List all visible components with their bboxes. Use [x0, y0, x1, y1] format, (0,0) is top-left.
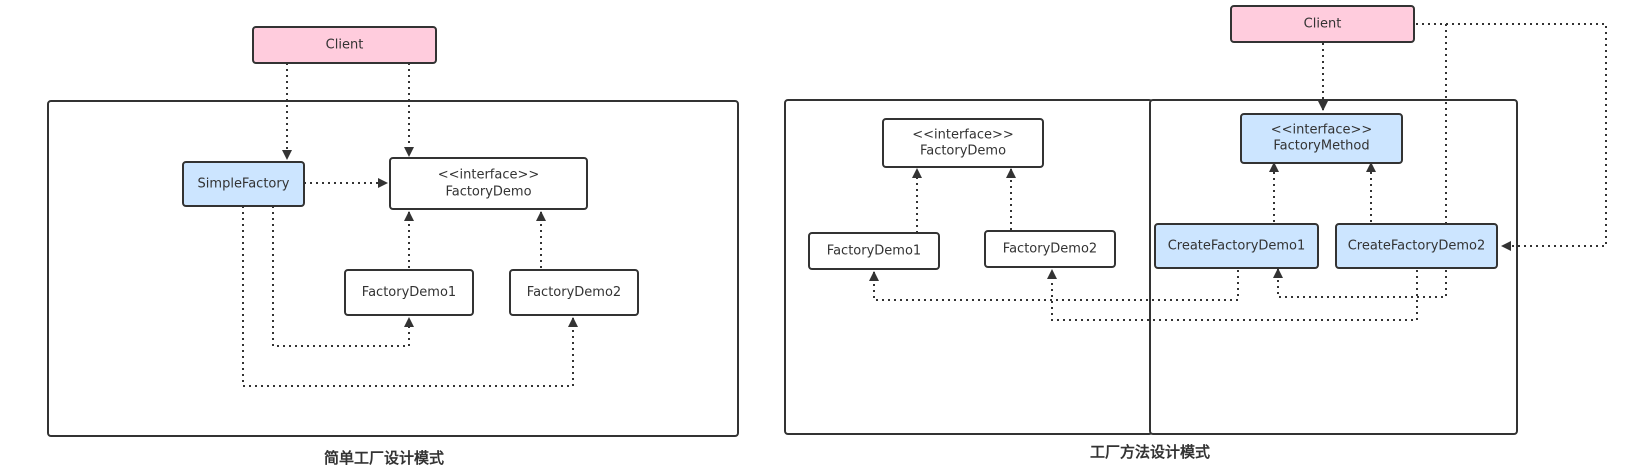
fm-client-box-frame: [1230, 5, 1415, 43]
fm-factorydemo2-label: FactoryDemo2: [1003, 242, 1097, 257]
fm-client-label: Client: [1304, 17, 1342, 32]
client-to-createfactorydemo2-arrow: [1416, 23, 1607, 251]
fm-factorydemo1-box: FactoryDemo1: [808, 232, 940, 270]
fm-factorydemo2-box: FactoryDemo2: [984, 230, 1116, 268]
fm-client-box: Client: [1230, 5, 1415, 43]
fm-factorydemo2-box-frame: [984, 230, 1116, 268]
fm-product-stereotype-label: <<interface>>: [912, 128, 1014, 143]
interface-factorydemo-box-frame: [389, 157, 588, 210]
interface-name-label: FactoryDemo: [445, 185, 531, 200]
factorydemo2-box-frame: [509, 269, 639, 316]
simplefactory-to-impl2-arrow: [242, 206, 578, 387]
factorymethod-stereotype-label: <<interface>>: [1271, 123, 1373, 138]
factory-method-caption: 工厂方法设计模式: [1090, 443, 1210, 461]
createfactorydemo1-label: CreateFactoryDemo1: [1168, 239, 1306, 254]
fm-interface-factorydemo-box-frame: [882, 118, 1044, 168]
simple-factory-box: SimpleFactory: [182, 161, 305, 207]
factory-frame: [1149, 99, 1518, 435]
fm-factorydemo1-label: FactoryDemo1: [827, 244, 921, 259]
factory-method-diagram: Client <<interface>> FactoryDemo Factory…: [784, 5, 1607, 461]
simple-factory-caption: 简单工厂设计模式: [324, 449, 444, 467]
interface-factorydemo-box: <<interface>> FactoryDemo: [389, 157, 588, 210]
simple-factory-diagram: Client SimpleFactory <<interface>> Facto…: [47, 26, 739, 467]
factorydemo1-box-frame: [344, 269, 474, 316]
factorydemo2-label: FactoryDemo2: [527, 285, 621, 300]
createfactorydemo1-box: CreateFactoryDemo1: [1154, 223, 1319, 269]
client-label: Client: [326, 38, 364, 53]
createfactorydemo2-to-factorydemo2-arrow: [1047, 269, 1418, 321]
simple-factory-box-frame: [182, 161, 305, 207]
factorymethod-interface-box: <<interface>> FactoryMethod: [1240, 113, 1403, 164]
client-box: Client: [252, 26, 437, 64]
createfactorydemo1-box-frame: [1154, 223, 1319, 269]
fm-factorydemo1-box-frame: [808, 232, 940, 270]
createfactorydemo1-to-factorydemo1-arrow: [869, 270, 1239, 301]
factorydemo1-label: FactoryDemo1: [362, 285, 456, 300]
simplefactory-to-impl1-arrow: [272, 206, 414, 347]
fm-interface-factorydemo-box: <<interface>> FactoryDemo: [882, 118, 1044, 168]
fm-product-name-label: FactoryDemo: [920, 144, 1006, 159]
simple-factory-label: SimpleFactory: [198, 177, 290, 192]
factorydemo1-box: FactoryDemo1: [344, 269, 474, 316]
factorymethod-name-label: FactoryMethod: [1273, 139, 1369, 154]
createfactorydemo2-box-frame: [1335, 223, 1498, 269]
interface-stereotype-label: <<interface>>: [438, 168, 540, 183]
createfactorydemo2-box: CreateFactoryDemo2: [1335, 223, 1498, 269]
factorymethod-interface-box-frame: [1240, 113, 1403, 164]
createfactorydemo2-label: CreateFactoryDemo2: [1348, 239, 1486, 254]
client-box-frame: [252, 26, 437, 64]
factorydemo2-box: FactoryDemo2: [509, 269, 639, 316]
client-to-createfactorydemo1-arrow: [1273, 23, 1447, 298]
